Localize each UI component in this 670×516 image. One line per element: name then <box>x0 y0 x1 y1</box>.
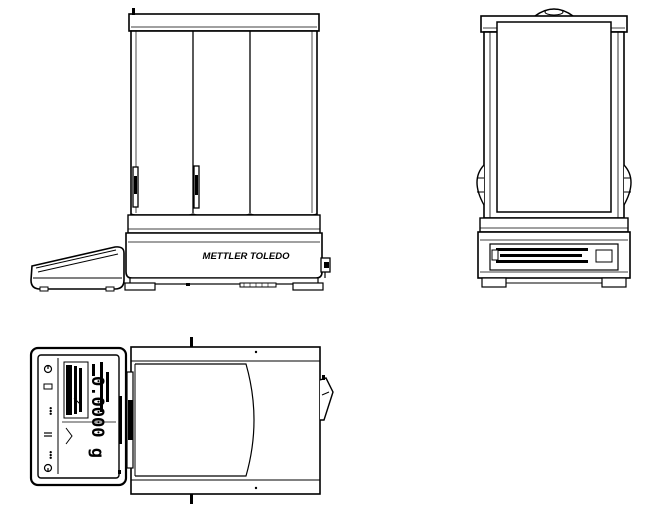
front-vent-grille <box>239 282 277 288</box>
side-door-panel <box>496 21 612 213</box>
side-left-knob <box>476 164 485 206</box>
front-left-foot <box>124 282 156 291</box>
front-terminal-wedge <box>30 246 125 290</box>
front-right-foot <box>292 282 324 291</box>
terminal-dots-label-a: ••• <box>46 407 55 416</box>
terminal-menu-icon <box>43 383 53 390</box>
front-brand-label: METTLER TOLEDO <box>203 251 291 262</box>
front-top-cover <box>128 13 320 32</box>
top-housing-outline <box>130 346 321 495</box>
side-left-foot <box>481 277 507 288</box>
top-view: ••• ••• 0.0000 g <box>29 337 334 504</box>
front-view: METTLER TOLEDO <box>30 8 331 292</box>
front-draft-shield <box>130 30 318 216</box>
side-right-foot <box>601 277 627 288</box>
terminal-main-readout: 0.0000 g <box>87 376 107 458</box>
top-chamber-window <box>135 363 255 477</box>
top-side-handle <box>319 377 334 421</box>
side-view <box>476 8 632 288</box>
front-chamber-band <box>127 214 321 234</box>
side-right-knob <box>623 164 632 206</box>
front-top-pin <box>132 8 135 15</box>
terminal-dots-label-b: ••• <box>46 451 55 460</box>
